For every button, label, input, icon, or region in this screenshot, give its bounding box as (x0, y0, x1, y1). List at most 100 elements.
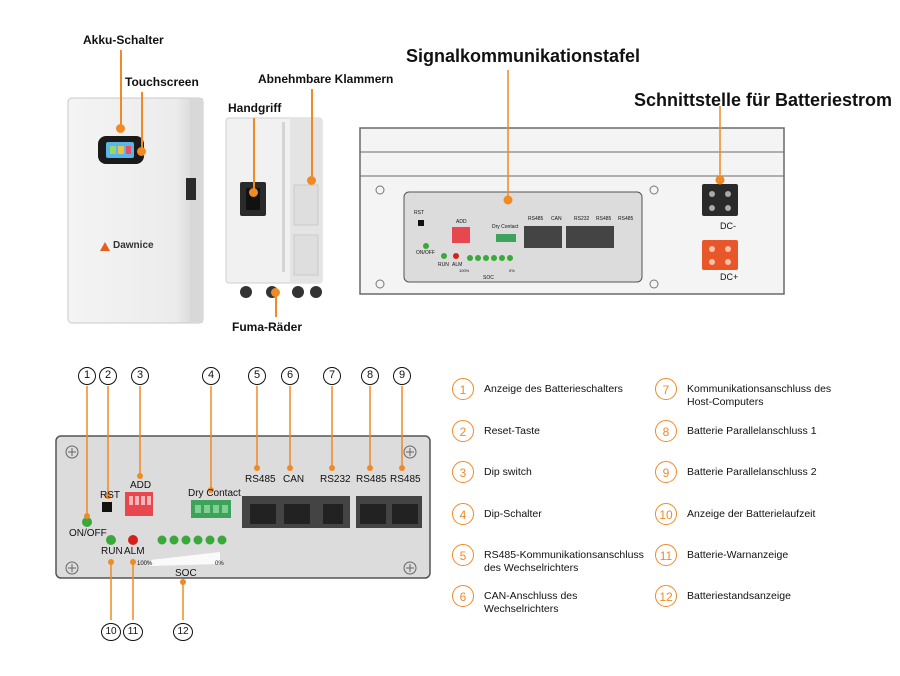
legend-text-3: Dip switch (484, 466, 532, 478)
diagram-number-6: 6 (281, 367, 299, 385)
abnehmbare-klammern-label: Abnehmbare Klammern (258, 72, 394, 86)
diagram-number-2: 2 (99, 367, 117, 385)
diagram-number-5: 5 (248, 367, 266, 385)
legend-text-10: Anzeige der Batterielaufzeit (687, 508, 816, 520)
akku-schalter-dot (116, 124, 125, 133)
legend-text-11: Batterie-Warnanzeige (687, 549, 789, 561)
diagram-number-11: 11 (123, 623, 143, 641)
num-10: 10 (105, 626, 117, 637)
legend-num-9: 9 (655, 461, 677, 483)
num-11: 11 (127, 626, 139, 637)
dry-contact-label: Dry Contact (188, 488, 241, 499)
battery-front-illustration (67, 97, 204, 324)
num-2: 2 (104, 369, 112, 381)
legend-num-11: 11 (655, 544, 677, 566)
run-label: RUN (101, 546, 123, 557)
num-9: 9 (398, 369, 406, 381)
diagram-number-7: 7 (323, 367, 341, 385)
onoff-label: ON/OFF (69, 528, 107, 539)
legend-num-4: 4 (452, 503, 474, 525)
rs485-label-3: RS485 (390, 474, 421, 485)
legend-text-5: RS485-Kommunikationsanschluss des Wechse… (484, 549, 644, 574)
top-rst-label: RST (414, 210, 424, 216)
diagram-number-12: 12 (173, 623, 193, 641)
top-dry-contact-label: Dry Contact (492, 224, 519, 230)
rs485-label-2: RS485 (356, 474, 387, 485)
legend-text-12: Batteriestandsanzeige (687, 590, 791, 602)
rs485-label-1: RS485 (245, 474, 276, 485)
pct-100-label: 100% (137, 561, 153, 567)
num-3: 3 (136, 369, 144, 381)
diagram-number-1: 1 (78, 367, 96, 385)
diagram-number-8: 8 (361, 367, 379, 385)
legend-text-6: CAN-Anschluss des Wechselrichters (484, 590, 578, 615)
handgriff-line (253, 118, 255, 190)
num-4: 4 (207, 369, 215, 381)
power-interface-title: Schnittstelle für Batteriestrom (634, 90, 893, 110)
legend-text-4: Dip-Schalter (484, 508, 542, 520)
num-6: 6 (286, 369, 294, 381)
dc-minus-label: DC- (720, 221, 736, 231)
signal-panel-title: Signalkommunikationstafel (406, 46, 641, 66)
top-rs232-label: RS232 (574, 216, 590, 222)
legend-num-12: 12 (655, 585, 677, 607)
legend-num-5: 5 (452, 544, 474, 566)
fuma-line (275, 292, 277, 317)
diagram-number-9: 9 (393, 367, 411, 385)
logo-mark (100, 242, 110, 251)
legend-num-6: 6 (452, 585, 474, 607)
legend-text-7: Kommunikationsanschluss des Host-Compute… (687, 383, 832, 408)
legend-num-7: 7 (655, 378, 677, 400)
rst-label: RST (100, 490, 120, 501)
klammern-line (311, 89, 313, 179)
dawnice-logo: Dawnice (100, 240, 170, 254)
can-label: CAN (283, 474, 305, 485)
legend-num-2: 2 (452, 420, 474, 442)
rs232-label: RS232 (320, 474, 351, 485)
top-0-label: 0% (509, 268, 515, 273)
akku-schalter-label: Akku-Schalter (83, 33, 164, 47)
top-100-label: 100% (459, 268, 470, 273)
num-5: 5 (253, 369, 261, 381)
pct-0-label: 0% (215, 561, 224, 567)
num-1: 1 (83, 369, 91, 381)
legend-text-9: Batterie Parallelanschluss 2 (687, 466, 817, 478)
top-can-label: CAN (551, 216, 562, 222)
diagram-number-4: 4 (202, 367, 220, 385)
klammern-dot (307, 176, 316, 185)
top-alm-label: ALM (452, 262, 463, 268)
fuma-dot (271, 288, 280, 297)
legend-text-1: Anzeige des Batterieschalters (484, 383, 623, 395)
legend-num-10: 10 (655, 503, 677, 525)
detail-panel-illustration (55, 386, 431, 620)
fuma-raeder-label: Fuma-Räder (232, 320, 303, 334)
diagram-number-10: 10 (101, 623, 121, 641)
handgriff-label: Handgriff (228, 101, 282, 115)
diagram-number-3: 3 (131, 367, 149, 385)
alm-label: ALM (124, 546, 145, 557)
battery-side-illustration (225, 117, 323, 298)
top-rs485-3-label: RS485 (618, 216, 634, 222)
akku-schalter-line (120, 50, 122, 126)
dc-plus-label: DC+ (720, 272, 739, 282)
num-7: 7 (328, 369, 336, 381)
num-8: 8 (366, 369, 374, 381)
top-onoff-label: ON/OFF (416, 250, 435, 256)
add-label: ADD (130, 480, 152, 491)
top-run-label: RUN (438, 262, 449, 268)
num-12: 12 (177, 626, 189, 637)
soc-label: SOC (175, 568, 197, 579)
legend-text-2: Reset-Taste (484, 425, 541, 437)
legend-num-3: 3 (452, 461, 474, 483)
legend-text-8: Batterie Parallelanschluss 1 (687, 425, 817, 437)
top-add-label: ADD (456, 219, 467, 225)
brand-name: Dawnice (113, 240, 154, 251)
touchscreen-line (141, 92, 143, 150)
top-rs485-2-label: RS485 (596, 216, 612, 222)
top-soc-label: SOC (483, 275, 494, 281)
legend-num-8: 8 (655, 420, 677, 442)
handgriff-dot (249, 188, 258, 197)
touchscreen-dot (137, 147, 146, 156)
touchscreen-label: Touchscreen (125, 75, 199, 89)
top-panel-illustration (359, 70, 785, 295)
